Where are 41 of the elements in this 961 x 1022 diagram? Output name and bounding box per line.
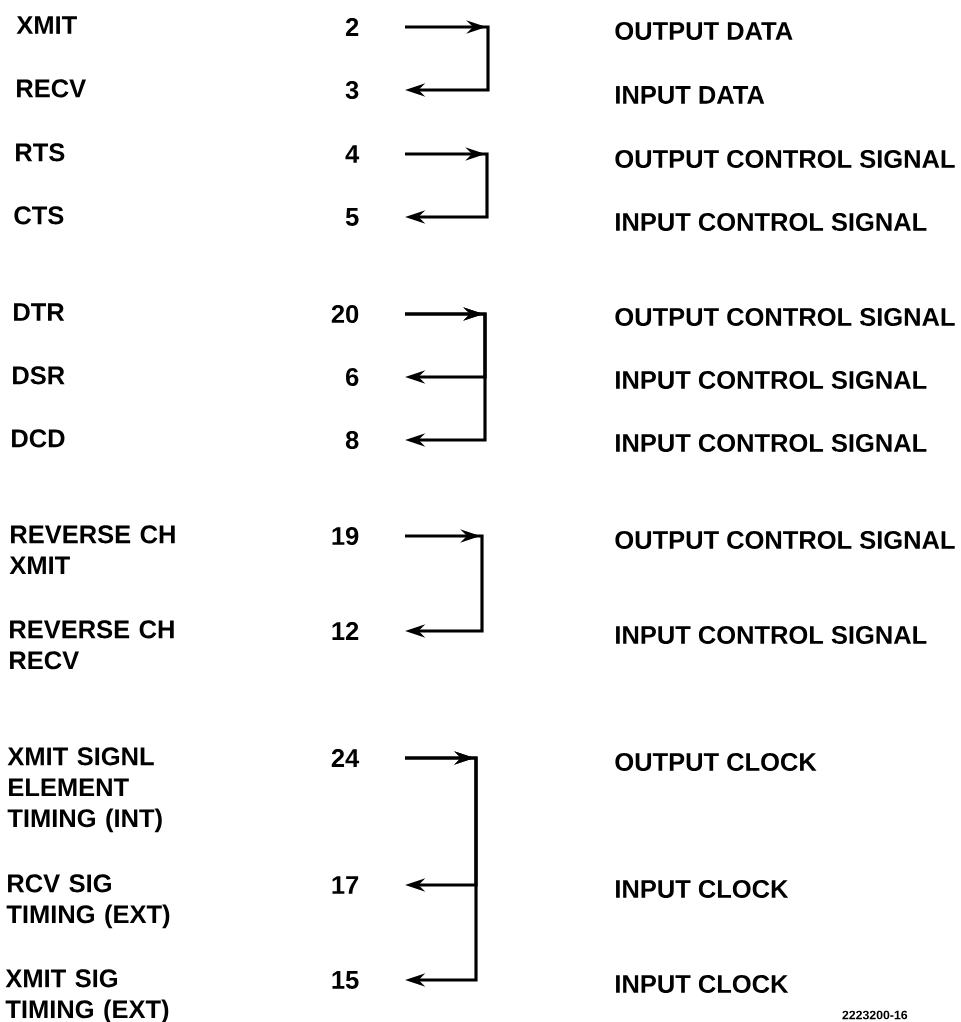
signal-description: INPUT CLOCK (616, 879, 789, 898)
pin-number: 4 (345, 145, 360, 163)
pin-number: 17 (332, 876, 359, 894)
loopback-arrow (405, 529, 484, 638)
signal-description: OUTPUT DATA (615, 21, 793, 40)
signal-name: RTS (16, 143, 65, 162)
signal-description: INPUT DATA (616, 86, 765, 104)
loopback-arrow (405, 147, 489, 224)
loopback-arrow (405, 751, 478, 987)
signal-description: INPUT CONTROL SIGNAL (616, 625, 927, 644)
figure-number: 2223200-16 (842, 1010, 908, 1020)
pin-number: 5 (345, 208, 359, 226)
signal-description: OUTPUT CLOCK (615, 752, 817, 771)
signal-description: INPUT CONTROL SIGNAL (616, 212, 927, 231)
signal-name: XMIT (16, 16, 77, 34)
pin-number: 6 (346, 367, 359, 386)
pin-number: 3 (345, 80, 359, 99)
signal-name: REVERSE CH XMIT (9, 525, 175, 575)
pin-number: 24 (331, 749, 360, 767)
signal-name: DSR (13, 366, 65, 385)
signal-description: OUTPUT CONTROL SIGNAL (615, 149, 955, 168)
signal-description: OUTPUT CONTROL SIGNAL (615, 530, 955, 549)
signal-name: DCD (12, 429, 65, 448)
signal-description: INPUT CLOCK (616, 974, 789, 993)
loopback-arrow (405, 307, 487, 447)
signal-description: INPUT CONTROL SIGNAL (616, 370, 927, 389)
signal-name: DTR (14, 303, 65, 321)
signal-name: XMIT SIGNL ELEMENT TIMING (INT) (7, 747, 162, 833)
signal-name: REVERSE CH RECV (10, 620, 174, 670)
signal-description: OUTPUT CONTROL SIGNAL (615, 307, 955, 326)
pin-number: 15 (332, 971, 359, 989)
pin-number: 12 (332, 622, 359, 640)
signal-name: CTS (14, 206, 64, 225)
pin-number: 20 (331, 304, 359, 323)
signal-description: INPUT CONTROL SIGNAL (616, 433, 927, 452)
signal-name: RCV SIG TIMING (EXT) (6, 874, 170, 929)
loopback-arrow (405, 20, 490, 97)
signal-name: RECV (17, 79, 86, 98)
pin-number: 8 (345, 430, 359, 449)
pin-number: 2 (345, 18, 359, 36)
pin-number: 19 (332, 526, 359, 545)
